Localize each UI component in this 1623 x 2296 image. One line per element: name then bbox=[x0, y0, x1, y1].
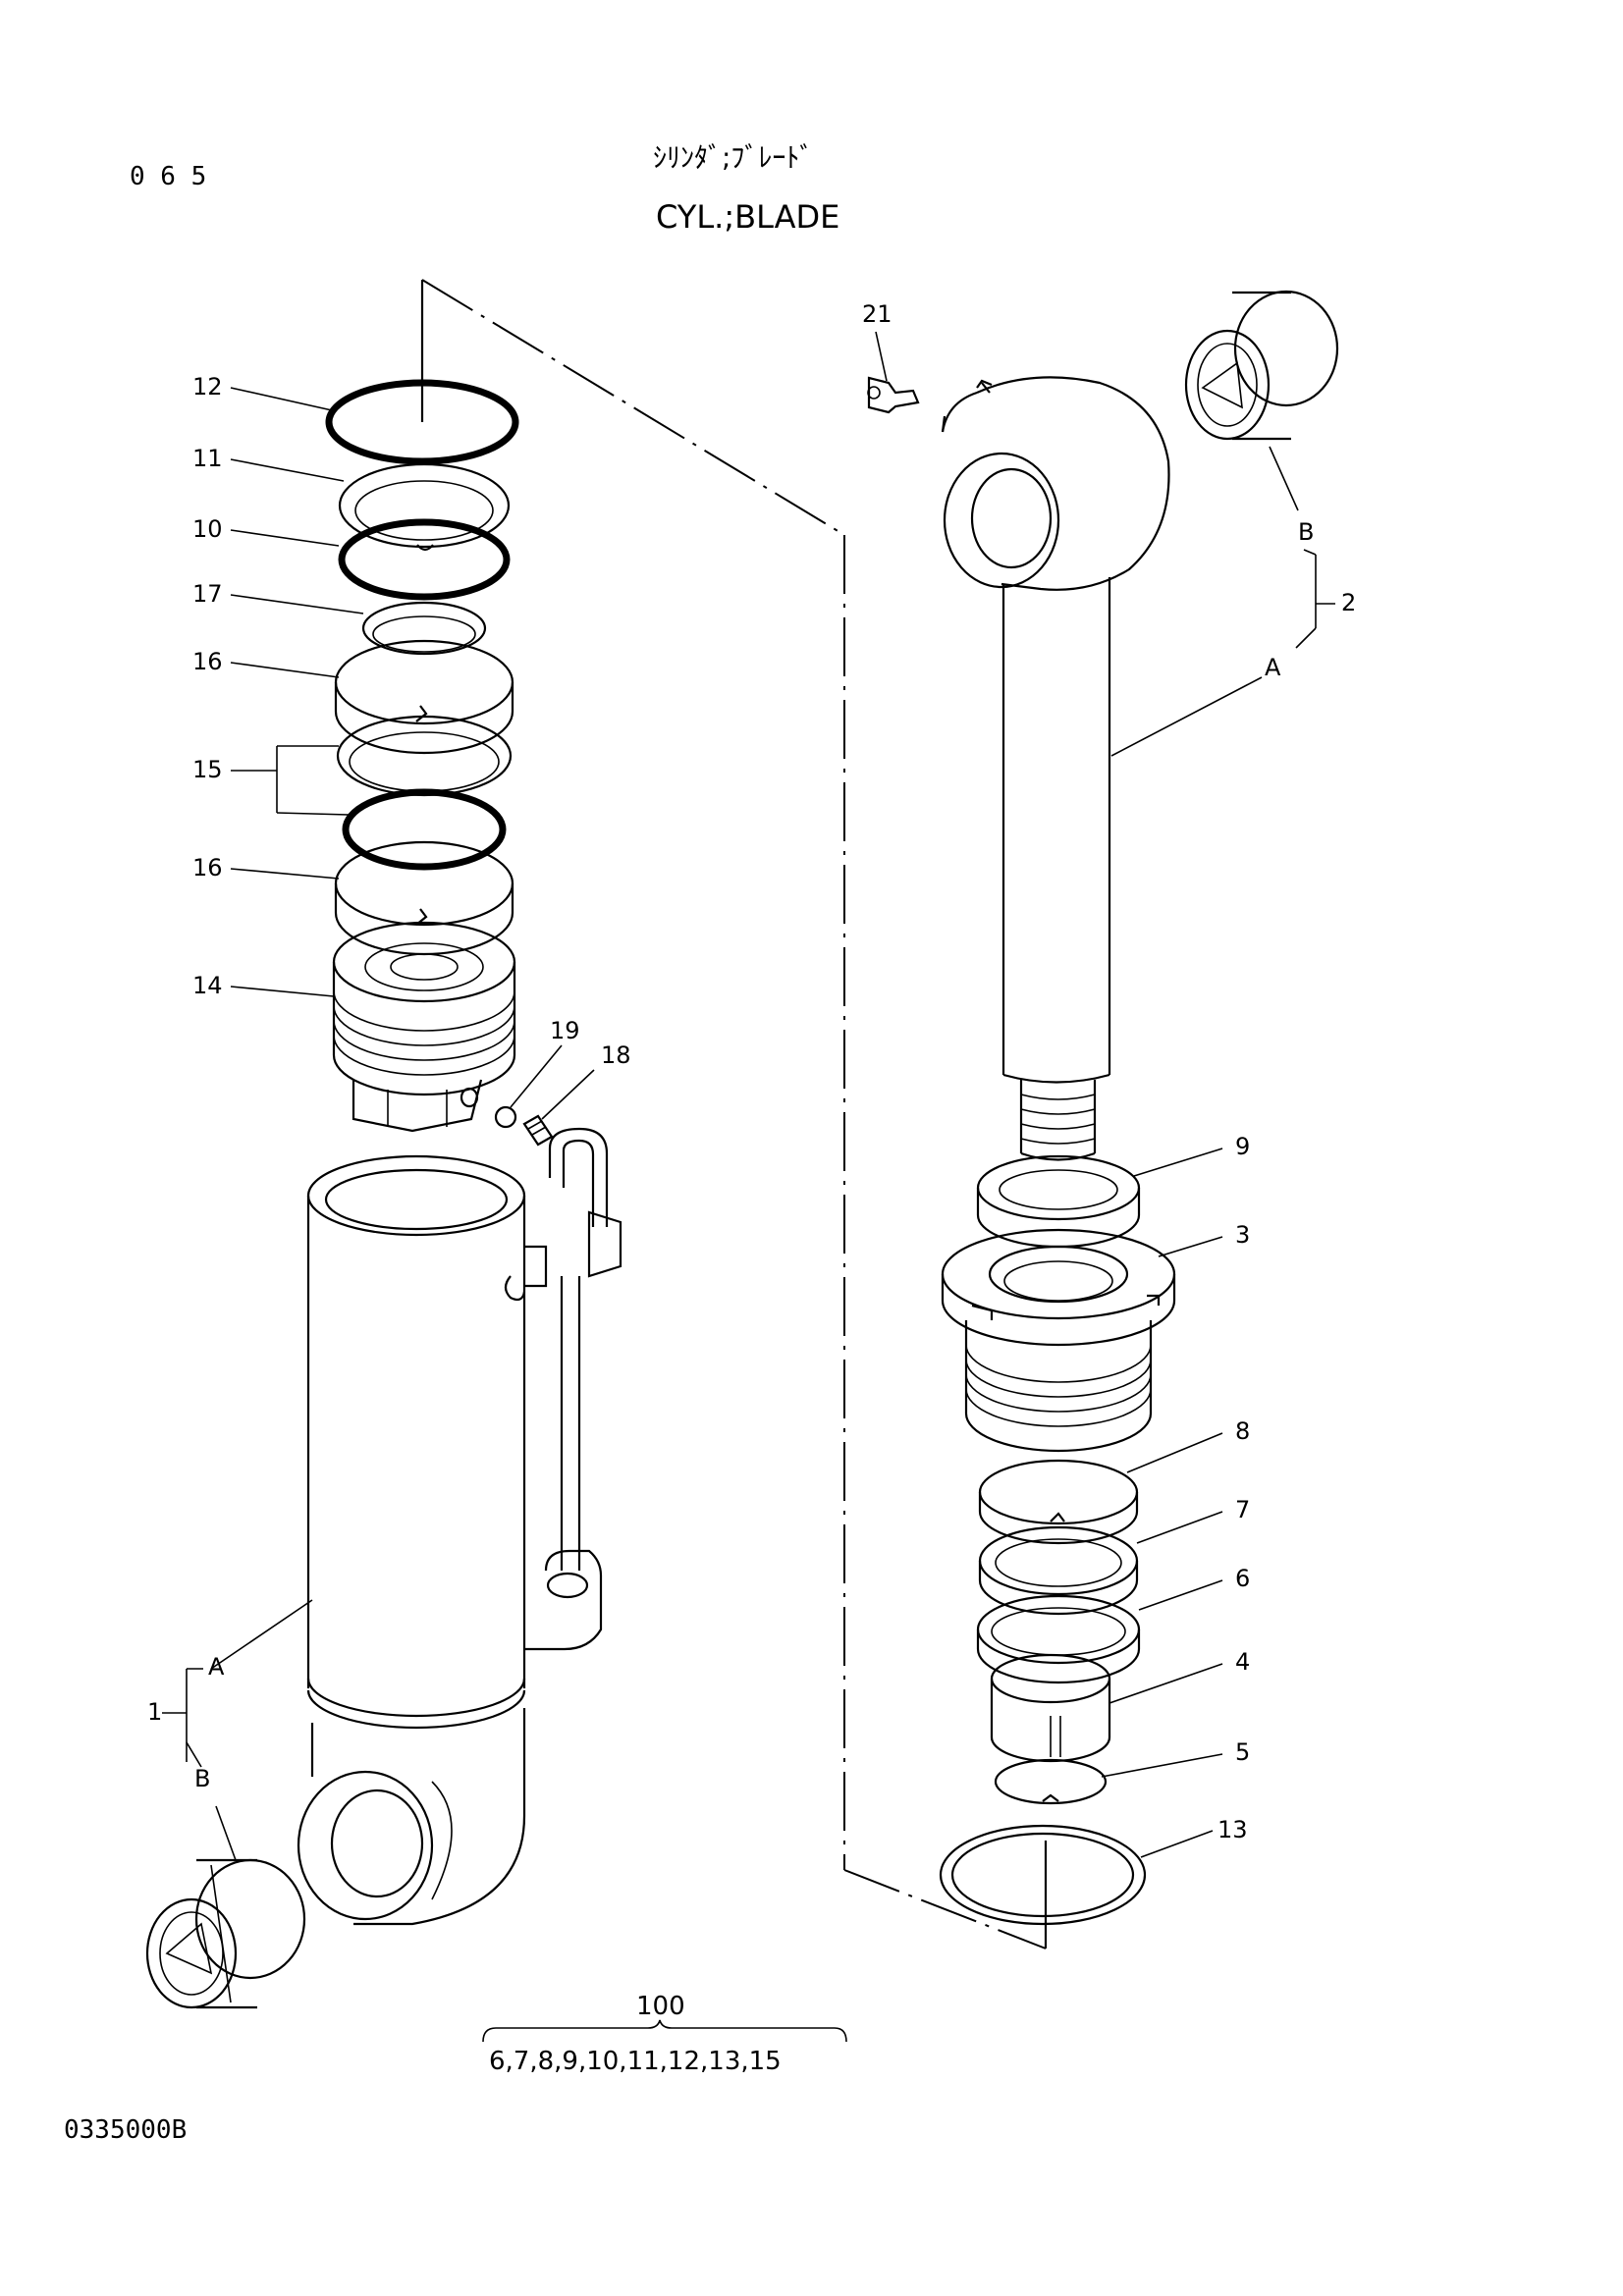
cylinder-head-3 bbox=[941, 1228, 1176, 1453]
callout-labels: 12 11 10 17 16 15 16 14 19 18 A 1 B 21 B… bbox=[147, 300, 1356, 1843]
buffer-ring-7 bbox=[978, 1525, 1139, 1616]
u-ring-6 bbox=[976, 1594, 1141, 1684]
leader-lines bbox=[162, 331, 1335, 1861]
o-ring-15-lower bbox=[342, 788, 507, 871]
bushing-1b bbox=[145, 1858, 306, 2009]
callout-4: 4 bbox=[1235, 1648, 1250, 1676]
callout-b-left: B bbox=[194, 1765, 210, 1792]
callout-11: 11 bbox=[192, 445, 223, 472]
cylinder-tube-1 bbox=[297, 1154, 526, 1926]
ring-15-upper bbox=[336, 715, 513, 797]
callout-2: 2 bbox=[1341, 589, 1356, 616]
bushing-2b bbox=[1184, 290, 1339, 441]
callout-8: 8 bbox=[1235, 1417, 1250, 1445]
callout-14: 14 bbox=[192, 972, 223, 999]
callout-16-lower: 16 bbox=[192, 854, 223, 881]
callout-3: 3 bbox=[1235, 1221, 1250, 1249]
page-number: 0 6 5 bbox=[130, 162, 206, 191]
callout-16-upper: 16 bbox=[192, 648, 223, 675]
seal-kit-100: 100 6,7,8,9,10,11,12,13,15 bbox=[482, 1992, 847, 2076]
callout-18: 18 bbox=[601, 1041, 631, 1069]
snap-ring-5 bbox=[994, 1758, 1108, 1805]
drawing-code: 0335000B bbox=[64, 2115, 187, 2145]
callout-13: 13 bbox=[1217, 1816, 1248, 1843]
callout-9: 9 bbox=[1235, 1133, 1250, 1160]
callout-10: 10 bbox=[192, 515, 223, 543]
set-screw-18 bbox=[522, 1114, 554, 1147]
backup-ring-16-upper bbox=[334, 639, 514, 755]
backup-ring-16-lower bbox=[334, 840, 514, 956]
kit-number: 100 bbox=[636, 1992, 685, 2021]
title-english: CYL.;BLADE bbox=[656, 198, 839, 236]
o-ring-12 bbox=[325, 379, 519, 465]
assembly-axis-line bbox=[420, 279, 1048, 1949]
callout-17: 17 bbox=[192, 580, 223, 608]
steel-ball-19 bbox=[494, 1105, 517, 1129]
o-ring-13 bbox=[939, 1824, 1147, 1926]
callout-5: 5 bbox=[1235, 1738, 1250, 1766]
callout-a-right: A bbox=[1265, 654, 1281, 681]
dust-seal-9 bbox=[976, 1154, 1141, 1249]
callout-a-left: A bbox=[208, 1653, 225, 1681]
dust-seal-17 bbox=[361, 601, 487, 656]
callout-b-right: B bbox=[1298, 518, 1314, 546]
title-japanese: ｼﾘﾝﾀﾞ;ﾌﾞﾚｰﾄﾞ bbox=[653, 141, 813, 174]
callout-15: 15 bbox=[192, 756, 223, 783]
bushing-4 bbox=[990, 1653, 1111, 1763]
backup-ring-11 bbox=[338, 462, 511, 552]
callout-1: 1 bbox=[147, 1698, 162, 1726]
piston-14 bbox=[332, 921, 516, 1133]
callout-19: 19 bbox=[550, 1017, 580, 1044]
callout-21: 21 bbox=[862, 300, 893, 328]
callout-7: 7 bbox=[1235, 1496, 1250, 1523]
callout-6: 6 bbox=[1235, 1565, 1250, 1592]
o-ring-10 bbox=[338, 518, 511, 601]
backup-ring-8 bbox=[978, 1459, 1139, 1545]
hydraulic-pipe bbox=[524, 1127, 622, 1651]
piston-rod-2a bbox=[941, 376, 1170, 1161]
grease-nipple-21 bbox=[867, 376, 920, 414]
callout-12: 12 bbox=[192, 373, 223, 400]
kit-contents: 6,7,8,9,10,11,12,13,15 bbox=[489, 2047, 782, 2076]
